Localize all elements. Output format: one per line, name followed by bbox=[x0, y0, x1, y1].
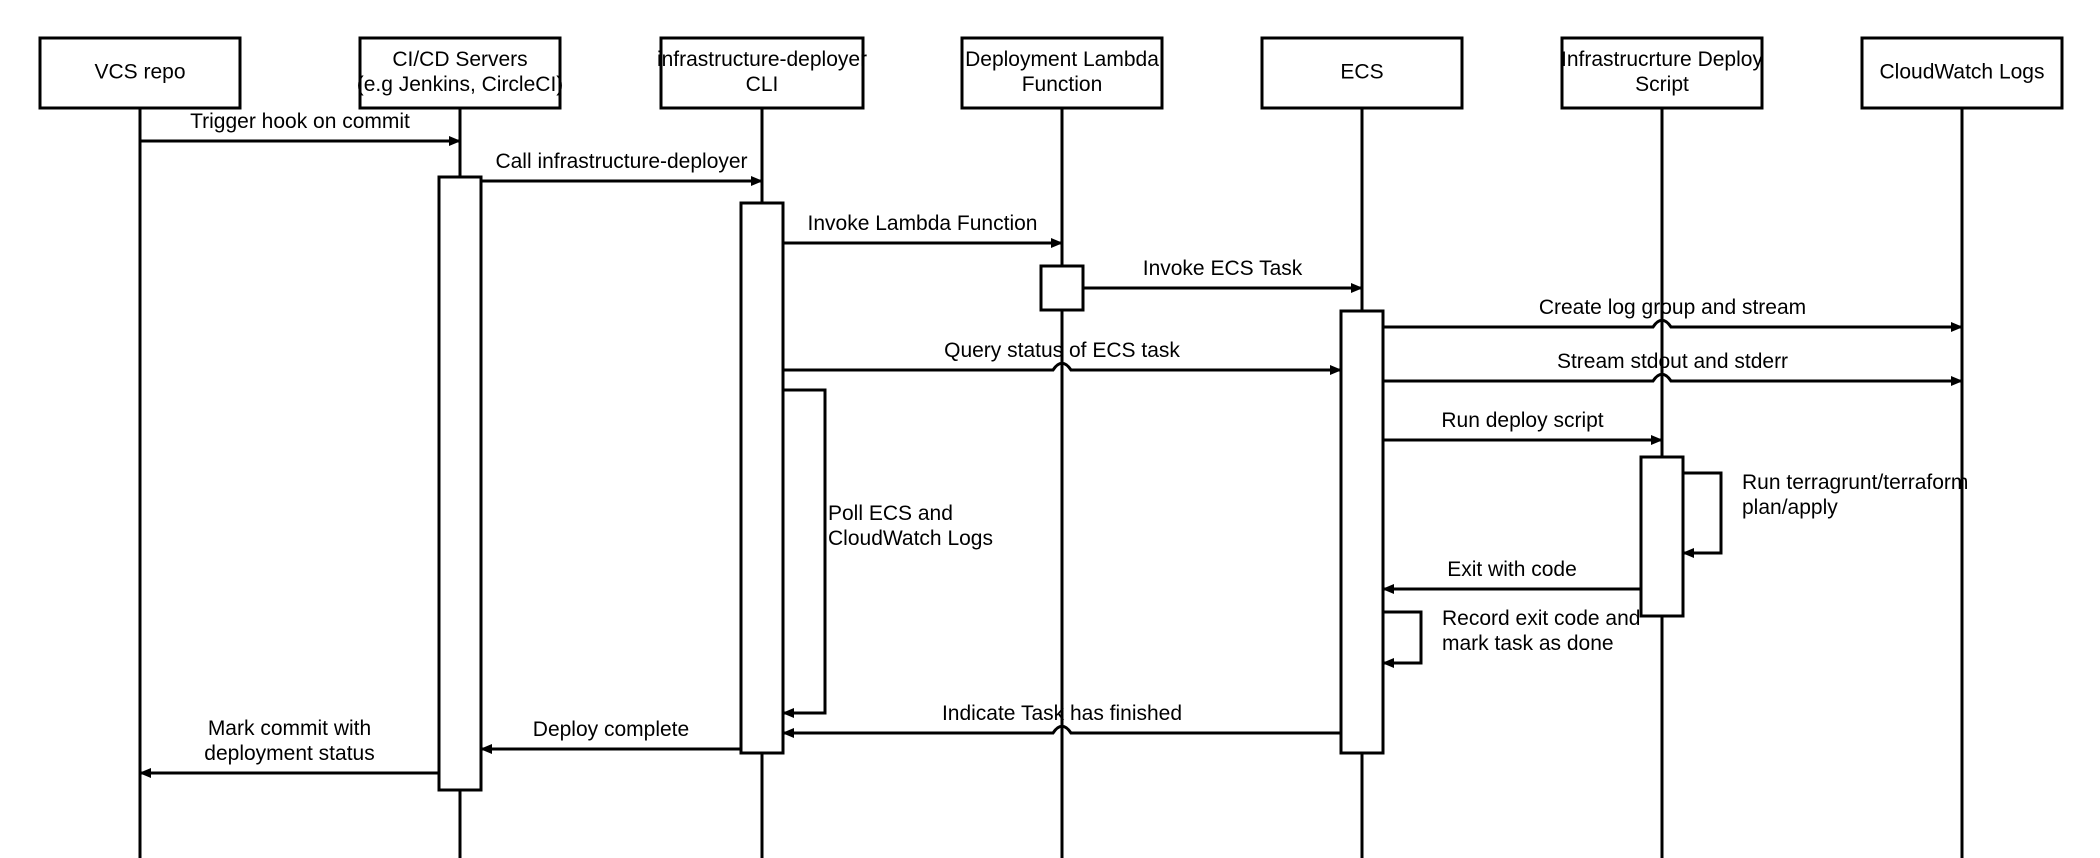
participant-box[interactable] bbox=[1260, 36, 1464, 110]
message-m3: Invoke Lambda Function bbox=[783, 212, 1063, 248]
self-call-label: mark task as done bbox=[1442, 632, 1614, 655]
self-call-label: CloudWatch Logs bbox=[828, 527, 993, 550]
self-call-label: Record exit code and bbox=[1442, 607, 1640, 630]
message-m5: Create log group and stream bbox=[1383, 296, 1963, 332]
self-call-label: Run terragrunt/terraform bbox=[1742, 471, 1968, 494]
message-m6: Query status of ECS task bbox=[783, 339, 1342, 375]
message-arrow bbox=[782, 724, 1341, 738]
activation-bar-cicd bbox=[437, 175, 483, 792]
participant-cwlogs[interactable]: CloudWatch Logs bbox=[1860, 36, 2064, 110]
message-m4: Invoke ECS Task bbox=[1083, 257, 1363, 293]
message-arrow bbox=[783, 361, 1342, 375]
activation-bar-lambda bbox=[1039, 264, 1085, 312]
participant-label: VCS repo bbox=[94, 61, 185, 84]
participant-ecs[interactable]: ECS bbox=[1260, 36, 1464, 110]
self-call-label: Poll ECS and bbox=[828, 502, 953, 525]
activation-bar-cli bbox=[739, 201, 785, 755]
participant-cicd[interactable]: CI/CD Servers(e.g Jenkins, CircleCI) bbox=[357, 36, 564, 110]
message-m2: Call infrastructure-deployer bbox=[481, 150, 763, 186]
message-label: Deploy complete bbox=[533, 718, 689, 741]
participant-vcs[interactable]: VCS repo bbox=[38, 36, 242, 110]
message-m13: Indicate Task has finished bbox=[782, 702, 1341, 738]
participants-layer: VCS repo CI/CD Servers(e.g Jenkins, Circl… bbox=[38, 36, 2064, 110]
participant-label: (e.g Jenkins, CircleCI) bbox=[357, 73, 564, 96]
activation-bar-ecs bbox=[1339, 309, 1385, 755]
message-label: Invoke ECS Task bbox=[1143, 257, 1303, 280]
message-m11: Exit with code bbox=[1382, 558, 1641, 594]
participant-box[interactable] bbox=[38, 36, 242, 110]
message-label: Indicate Task has finished bbox=[942, 702, 1182, 725]
message-arrow bbox=[1383, 372, 1963, 386]
message-label: Create log group and stream bbox=[1539, 296, 1806, 319]
participant-label: Deployment Lambda bbox=[965, 48, 1159, 71]
participant-box[interactable] bbox=[358, 36, 562, 110]
message-label: Query status of ECS task bbox=[944, 339, 1180, 362]
message-m8: Run deploy script bbox=[1383, 409, 1663, 445]
participant-label: Infrastrucrture Deploy bbox=[1561, 48, 1763, 71]
participant-label: infrastructure-deployer bbox=[657, 48, 867, 71]
participant-box[interactable] bbox=[659, 36, 865, 110]
message-label: Invoke Lambda Function bbox=[808, 212, 1038, 235]
participant-label: Script bbox=[1635, 73, 1689, 96]
participant-label: CI/CD Servers bbox=[392, 48, 527, 71]
participant-box[interactable] bbox=[960, 36, 1164, 110]
message-m7: Stream stdout and stderr bbox=[1383, 350, 1963, 386]
message-m14: Deploy complete bbox=[480, 718, 741, 754]
self-call-path bbox=[1382, 610, 1423, 668]
message-label: Trigger hook on commit bbox=[190, 110, 410, 133]
lifelines-layer bbox=[138, 108, 1964, 858]
message-label: Mark commit with bbox=[208, 717, 371, 740]
message-label: deployment status bbox=[204, 742, 374, 765]
activation-bar-deployscript bbox=[1639, 455, 1685, 618]
participant-box[interactable] bbox=[1860, 36, 2064, 110]
participant-label: Function bbox=[1022, 73, 1103, 96]
self-call-label: plan/apply bbox=[1742, 496, 1838, 519]
message-arrow bbox=[1383, 318, 1963, 332]
participant-label: ECS bbox=[1340, 61, 1383, 84]
participant-box[interactable] bbox=[1560, 36, 1764, 110]
self-call-path bbox=[1682, 471, 1723, 558]
message-label: Exit with code bbox=[1447, 558, 1577, 581]
participant-label: CloudWatch Logs bbox=[1880, 61, 2045, 84]
message-label: Call infrastructure-deployer bbox=[495, 150, 747, 173]
message-label: Stream stdout and stderr bbox=[1557, 350, 1788, 373]
message-label: Run deploy script bbox=[1441, 409, 1603, 432]
message-m1: Trigger hook on commit bbox=[140, 110, 461, 146]
participant-label: CLI bbox=[746, 73, 779, 96]
self-call-path bbox=[782, 388, 827, 718]
